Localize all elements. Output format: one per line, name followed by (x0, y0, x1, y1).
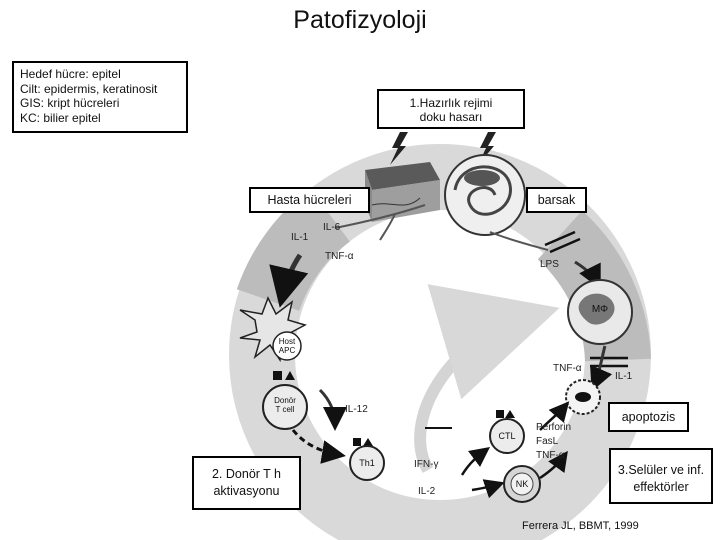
tnf-effector-label: TNF-α (536, 450, 565, 461)
target-cells-box: Hedef hücre: epitel Cilt: epidermis, ker… (12, 61, 188, 133)
skin-tissue-icon (365, 162, 440, 222)
ifn-label: IFN-γ (414, 459, 439, 470)
step3-box: 3.Selüler ve inf. effektörler (609, 448, 713, 504)
ctl-cell (489, 410, 525, 454)
tnf-right-label: TNF-α (553, 363, 582, 374)
host-apc-label-1: Host (278, 337, 296, 346)
th1-label: Th1 (359, 458, 375, 468)
il12-label: IL-12 (345, 404, 368, 415)
perforin-label: Perforin (536, 422, 572, 433)
il2-label: IL-2 (418, 486, 436, 497)
step1-line1: 1.Hazırlık rejimi (409, 96, 493, 110)
macrophage-label: MΦ (591, 304, 609, 315)
cycle-ring (229, 144, 651, 540)
step1-box: 1.Hazırlık rejimi doku hasarı (377, 89, 525, 129)
host-apc-cell (239, 296, 307, 363)
host-apc-label-2: APC (278, 346, 296, 355)
arrow-donor-to-th1 (291, 429, 346, 464)
step2-line2: aktivasyonu (213, 484, 280, 498)
arrow-effectors-to-apoptosis (539, 401, 570, 431)
donor-t-label-2: T cell (275, 405, 295, 414)
step2-box: 2. Donör T h aktivasyonu (192, 456, 301, 510)
receptor-icon (273, 371, 295, 380)
citation: Ferrera JL, BBMT, 1999 (522, 520, 639, 532)
lightning-icon-left (390, 132, 408, 165)
il6-label: IL-6 (323, 222, 341, 233)
arrow-il12 (318, 388, 347, 431)
il1-right-label: IL-1 (615, 371, 633, 382)
lps-label: LPS (540, 259, 559, 270)
lps-barrier-icon (544, 230, 581, 254)
apoptosis-box: apoptozis (608, 402, 689, 432)
th1-cell (349, 438, 385, 481)
tissue-fiber-left (334, 204, 426, 241)
ctl-label: CTL (498, 431, 516, 441)
arrow-to-host-apc (269, 253, 309, 308)
nk-cell (503, 465, 541, 503)
nk-label: NK (515, 479, 529, 489)
arrow-to-nk (471, 479, 505, 499)
barsak-label-box: barsak (526, 187, 587, 213)
tnf-top-label: TNF-α (325, 251, 354, 262)
apoptotic-cell (565, 379, 601, 415)
arrow-nk-up (539, 450, 568, 480)
step3-line1: 3.Selüler ve inf. (617, 463, 705, 477)
donor-t-label-1: Donör (274, 396, 296, 405)
arrow-macrophage-down (590, 345, 613, 392)
tissue-fiber-right (489, 231, 549, 251)
step1-line2: doku hasarı (419, 110, 483, 124)
page-title: Patofizyoloji (293, 6, 427, 34)
il1-left-label: IL-1 (291, 232, 309, 243)
step2-line1: 2. Donör T h (211, 467, 282, 481)
target-cells-line: Hedef hücre: epitel (20, 67, 121, 81)
target-cells-line: GIS: kript hücreleri (20, 96, 120, 110)
target-cells-line: Cilt: epidermis, keratinosit (20, 81, 158, 96)
fasl-label: FasL (536, 436, 559, 447)
arrow-to-ctl (460, 446, 490, 476)
hasta-label-box: Hasta hücreleri (249, 187, 370, 213)
target-cells-line: KC: bilier epitel (20, 110, 101, 125)
step3-line2: effektörler (633, 480, 689, 494)
donor-t-cell (262, 384, 308, 430)
inner-cycle-arrow (414, 284, 560, 473)
intestine-icon (444, 154, 526, 236)
macrophage-cell (567, 279, 633, 345)
